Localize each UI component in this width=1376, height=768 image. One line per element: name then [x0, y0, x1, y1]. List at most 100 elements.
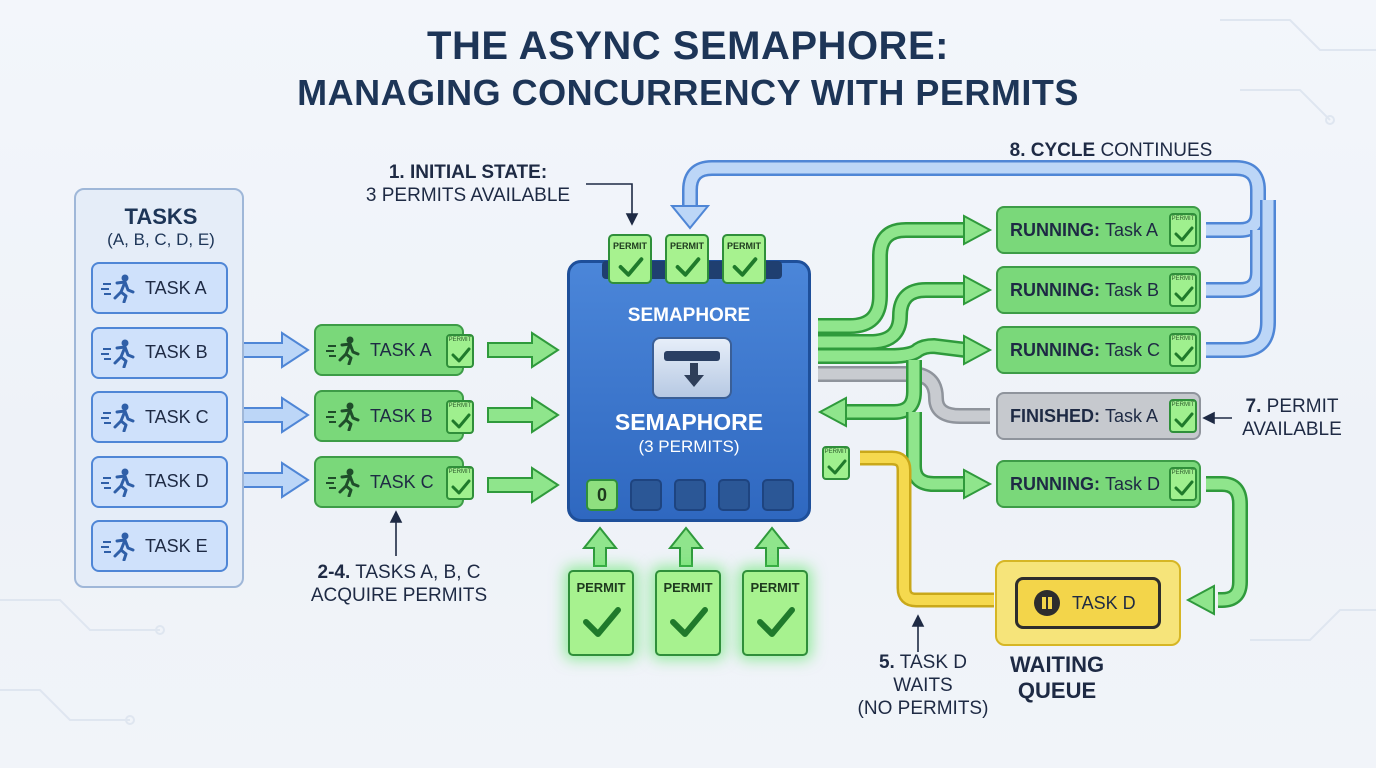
task-item[interactable]: TASK C	[91, 391, 228, 443]
permit-badge: PERMIT	[1169, 467, 1197, 501]
task-item[interactable]: TASK B	[91, 326, 228, 379]
permit-badge: PERMIT	[1169, 333, 1197, 367]
green-arrowheads-running	[963, 214, 993, 366]
semaphore-top-label: SEMAPHORE	[627, 305, 751, 326]
task-item-label: TASK B	[145, 342, 208, 362]
tasks-panel-title: TASKS	[124, 204, 198, 229]
checkmark-icon	[1174, 412, 1194, 428]
note-initial-state: 1. INITIAL STATE: 3 PERMITS AVAILABLE	[365, 162, 571, 206]
checkmark-icon	[451, 347, 471, 363]
circuit-decoration	[0, 19, 1376, 725]
running-person-icon	[326, 402, 360, 431]
status-task: Task B	[1105, 279, 1160, 300]
permit-card: PERMIT	[665, 234, 709, 284]
queued-task: TASK D	[1015, 577, 1161, 629]
task-item-label: TASK E	[145, 535, 208, 556]
status-run[interactable]: RUNNING:Task C	[996, 326, 1201, 374]
running-person-icon	[101, 532, 135, 561]
acquiring-task-label: TASK C	[370, 471, 434, 492]
permit-label: PERMIT	[576, 580, 626, 595]
status-state: RUNNING:	[1010, 473, 1100, 494]
permit-badge-label: PERMIT	[824, 449, 848, 455]
task-item-label: TASK A	[145, 277, 207, 298]
tasks-panel-subtitle: (A, B, C, D, E)	[107, 230, 215, 249]
green-return-arrows	[842, 360, 966, 492]
acquiring-task[interactable]: TASK A	[314, 324, 464, 376]
checkmark-icon	[732, 257, 758, 277]
permit-badge-label: PERMIT	[1171, 216, 1195, 222]
queued-task-label: TASK D	[1072, 592, 1136, 613]
checkmark-icon	[451, 479, 471, 495]
status-run[interactable]: RUNNING:Task D	[996, 460, 1201, 508]
permit-badge: PERMIT	[1169, 213, 1197, 247]
running-person-icon	[101, 339, 135, 368]
permit-badge-label: PERMIT	[1171, 402, 1195, 408]
permit-card: PERMIT	[722, 234, 766, 284]
task-item[interactable]: TASK E	[91, 520, 228, 572]
task-item[interactable]: TASK A	[91, 262, 228, 314]
permit-label: PERMIT	[612, 241, 647, 251]
checkmark-icon	[827, 459, 847, 475]
checkmark-icon	[757, 607, 795, 637]
checkmark-icon	[1174, 346, 1194, 362]
permit-counter: 0	[586, 479, 618, 511]
permit-card: PERMIT	[568, 570, 634, 656]
permit-badge: PERMIT	[446, 334, 474, 368]
status-state: RUNNING:	[1010, 219, 1100, 240]
permit-badge-label: PERMIT	[1171, 336, 1195, 342]
status-run[interactable]: RUNNING:Task A	[996, 206, 1201, 254]
note-task-d-waits: 5. TASK D WAITS (NO PERMITS)	[857, 652, 989, 719]
counter-slot	[762, 479, 794, 511]
status-run[interactable]: RUNNING:Task B	[996, 266, 1201, 314]
running-person-icon	[101, 468, 135, 497]
permit-badge-label: PERMIT	[448, 337, 472, 343]
note-cycle-continues: 8. CYCLE CONTINUES	[1009, 140, 1213, 161]
permit-badge-label: PERMIT	[448, 403, 472, 409]
acquiring-task[interactable]: TASK B	[314, 390, 464, 442]
semaphore-sub-label: (3 PERMITS)	[638, 437, 740, 456]
permit-badge-label: PERMIT	[1171, 470, 1195, 476]
counter-slot	[674, 479, 706, 511]
acquiring-task-label: TASK B	[370, 405, 433, 426]
title-line-1: THE ASYNC SEMAPHORE:	[427, 24, 949, 68]
permit-card: PERMIT	[608, 234, 652, 284]
green-arrows-to-running	[818, 222, 967, 364]
semaphore-box: SEMAPHORE SEMAPHORE (3 PERMITS) 0	[567, 260, 811, 522]
waiting-queue-label: WAITING QUEUE	[1010, 652, 1105, 704]
waiting-queue: TASK D	[995, 560, 1181, 646]
task-item[interactable]: TASK D	[91, 455, 228, 508]
running-person-icon	[326, 336, 360, 365]
down-arrow-icon	[684, 363, 704, 387]
permit-badge: PERMIT	[446, 400, 474, 434]
running-person-icon	[101, 274, 135, 303]
checkmark-icon	[675, 257, 701, 277]
status-task: Task A	[1105, 405, 1159, 426]
green-arrow-to-queue	[1185, 476, 1248, 616]
acquiring-task-label: TASK A	[370, 339, 432, 360]
task-item-label: TASK C	[145, 406, 209, 427]
status-state: FINISHED:	[1010, 405, 1100, 426]
note-permit-available: 7. PERMIT AVAILABLE	[1242, 396, 1342, 440]
permit-badge: PERMIT	[822, 446, 850, 480]
checkmark-icon	[583, 607, 621, 637]
checkmark-icon	[1174, 226, 1194, 242]
status-fin[interactable]: FINISHED:Task A	[996, 392, 1201, 440]
status-task: Task D	[1105, 473, 1161, 494]
status-state: RUNNING:	[1010, 339, 1100, 360]
permit-badge-label: PERMIT	[448, 469, 472, 475]
green-arrows-to-semaphore	[487, 331, 560, 504]
green-up-arrows	[581, 526, 791, 567]
permit-badge: PERMIT	[1169, 399, 1197, 433]
permit-card: PERMIT	[742, 570, 808, 656]
title-line-2: MANAGING CONCURRENCY WITH PERMITS	[297, 72, 1079, 113]
permit-badge: PERMIT	[446, 466, 474, 500]
counter-slot	[630, 479, 662, 511]
annotation-pointers	[389, 183, 1232, 652]
acquiring-task[interactable]: TASK C	[314, 456, 464, 508]
checkmark-icon	[1174, 286, 1194, 302]
semaphore-device	[652, 337, 732, 399]
counter-slot	[718, 479, 750, 511]
permit-card: PERMIT	[655, 570, 721, 656]
note-acquire: 2-4. TASKS A, B, C ACQUIRE PERMITS	[310, 562, 488, 606]
